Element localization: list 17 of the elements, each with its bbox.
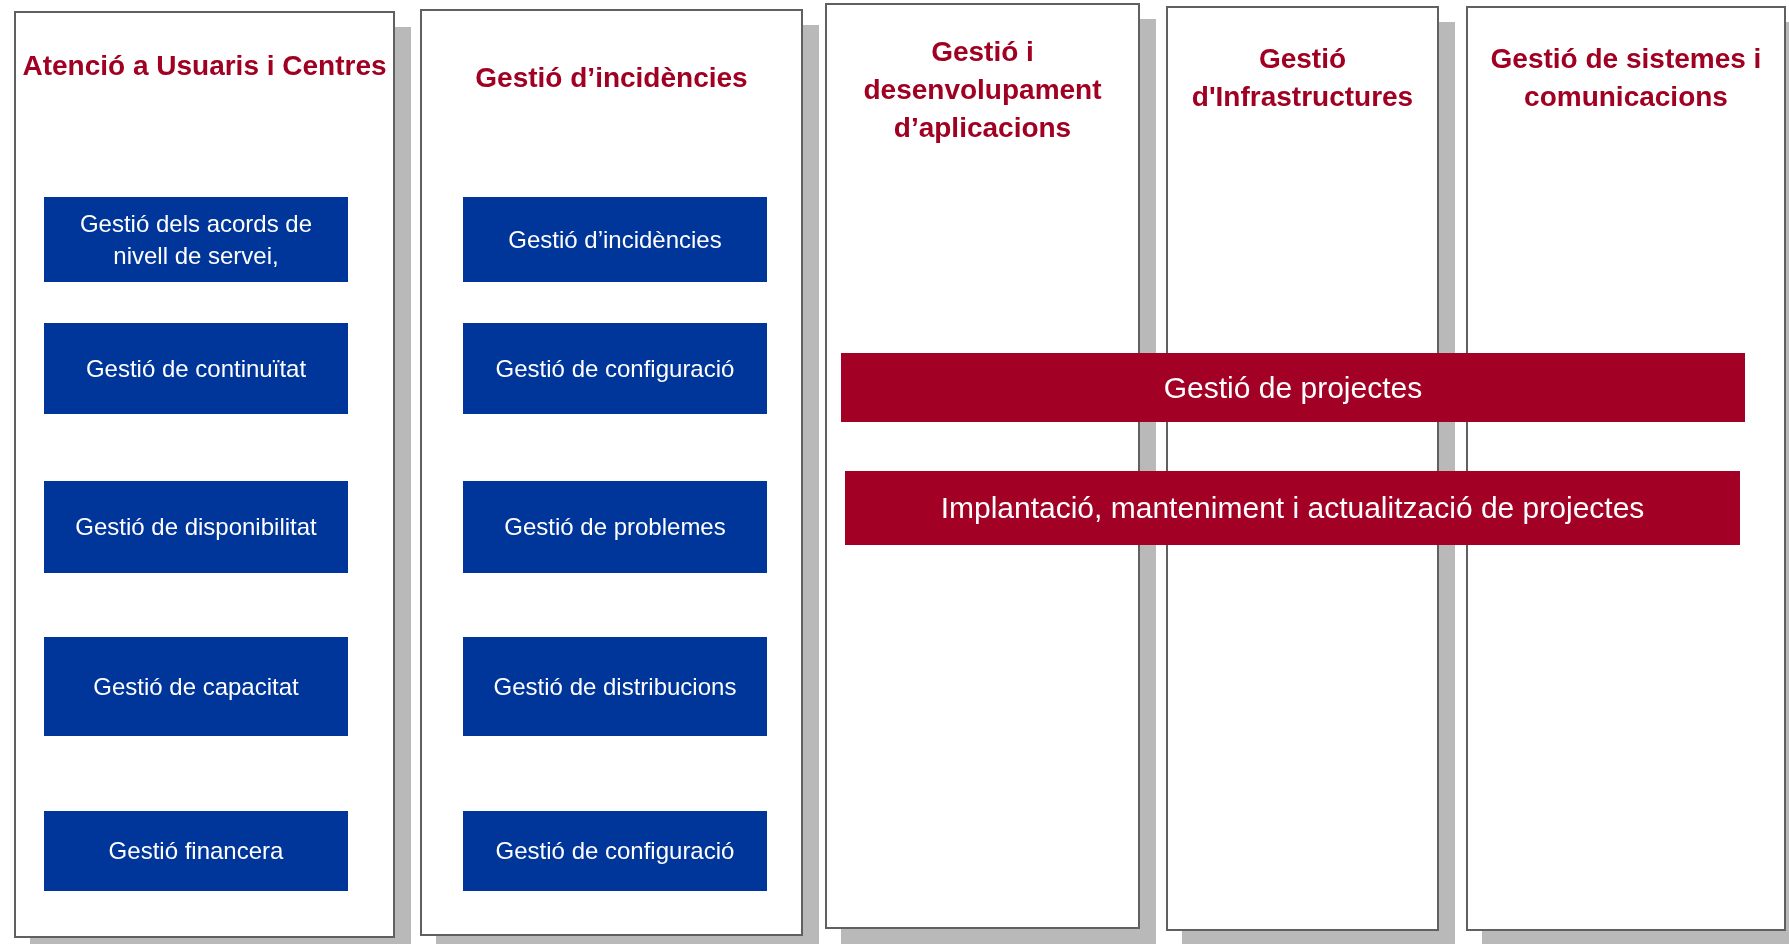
column-heading: Atenció a Usuaris i Centres [21,49,388,83]
column-heading: Gestió d'Infrastructures [1190,42,1415,114]
process-box: Gestió de continuïtat [44,323,348,414]
process-box: Gestió dels acords de nivell de servei, [44,197,348,282]
process-box: Gestió de configuració [463,811,767,891]
column-heading: Gestió i desenvolupament d’aplicacions [862,35,1103,145]
column-heading: Gestió de sistemes i comunicacions [1489,42,1763,114]
process-box: Gestió d’incidències [463,197,767,282]
process-box: Gestió de configuració [463,323,767,414]
process-box: Gestió de problemes [463,481,767,573]
process-box: Gestió de distribucions [463,637,767,736]
process-band: Implantació, manteniment i actualització de projectes [845,471,1740,545]
process-box: Gestió de disponibilitat [44,481,348,573]
process-band: Gestió de projectes [841,353,1745,422]
process-box: Gestió financera [44,811,348,891]
process-box: Gestió de capacitat [44,637,348,736]
column-heading: Gestió d’incidències [474,61,749,95]
